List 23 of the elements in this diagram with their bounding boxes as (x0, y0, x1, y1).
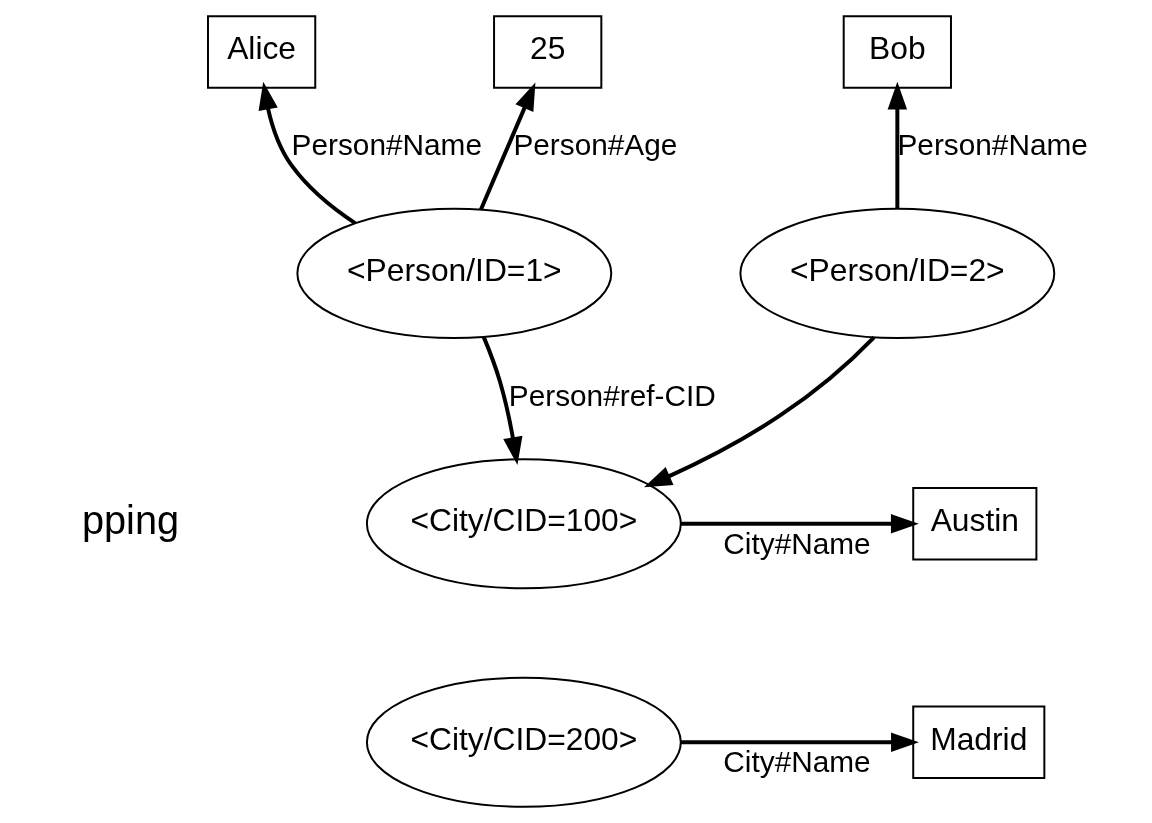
edge-label: Person#Age (512, 128, 677, 162)
node-box: Madrid (911, 705, 1045, 780)
node-ellipse: <Person/ID=2> (738, 207, 1055, 339)
node-box: Bob (842, 15, 952, 89)
edge-label: Person#ref-CID (508, 378, 716, 412)
label: pping (81, 497, 179, 542)
edge-label: Person#Name (291, 128, 482, 162)
arrow (478, 82, 535, 211)
arrow (258, 81, 356, 225)
node-box: Austin (911, 487, 1037, 561)
arrow (680, 514, 919, 534)
arrow (481, 336, 522, 465)
node-box: Alice (206, 15, 316, 89)
edge-label: City#Name (722, 745, 871, 779)
node-ellipse: <City/CID=200> (365, 676, 682, 808)
node-ellipse: <City/CID=100> (365, 458, 682, 590)
node-box: 25 (492, 15, 602, 89)
edge-label: City#Name (722, 526, 871, 560)
arrow (887, 81, 907, 209)
arrow (680, 732, 919, 752)
node-ellipse: <Person/ID=1> (295, 207, 612, 339)
edge-label: Person#Name (897, 128, 1088, 162)
arrow (643, 335, 875, 488)
